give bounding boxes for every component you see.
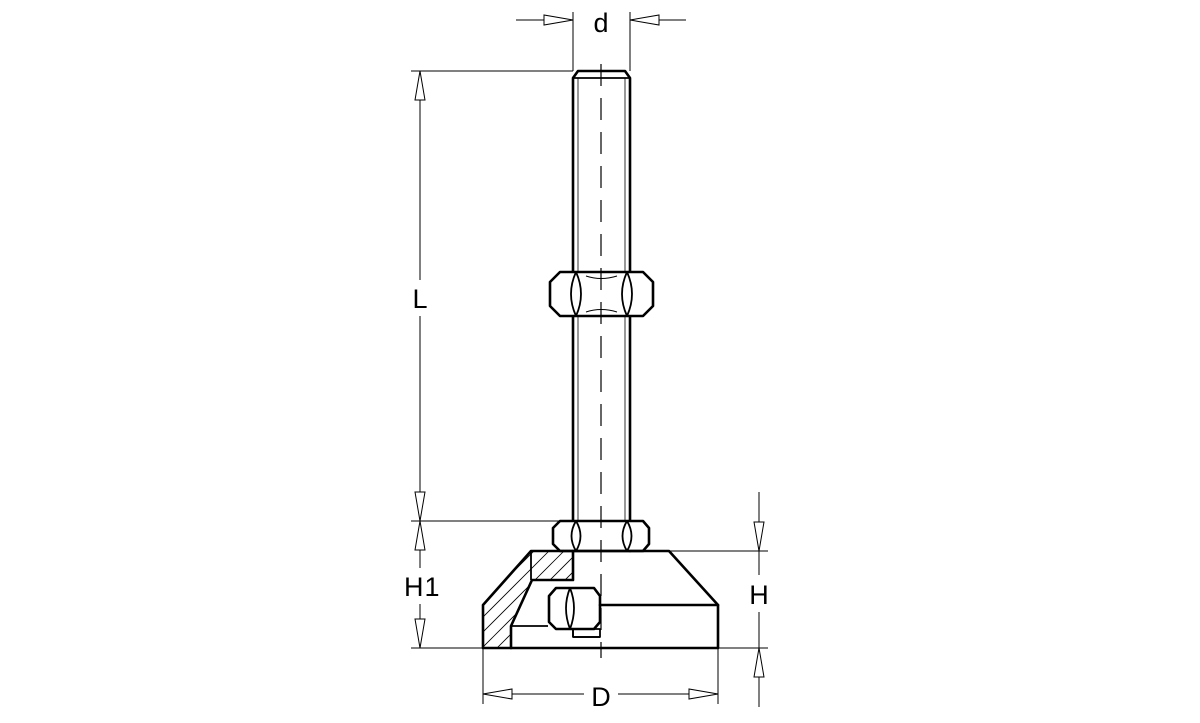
dimension-D: D (482, 648, 719, 712)
label-H1: H1 (404, 572, 440, 602)
dimension-L: L (408, 70, 573, 522)
label-L: L (412, 284, 427, 314)
label-D: D (591, 682, 611, 712)
dimension-H1: H1 (400, 520, 483, 649)
dimension-d: d (516, 8, 686, 71)
label-H: H (749, 580, 769, 610)
label-d: d (593, 8, 608, 38)
dimension-H: H (669, 492, 769, 707)
